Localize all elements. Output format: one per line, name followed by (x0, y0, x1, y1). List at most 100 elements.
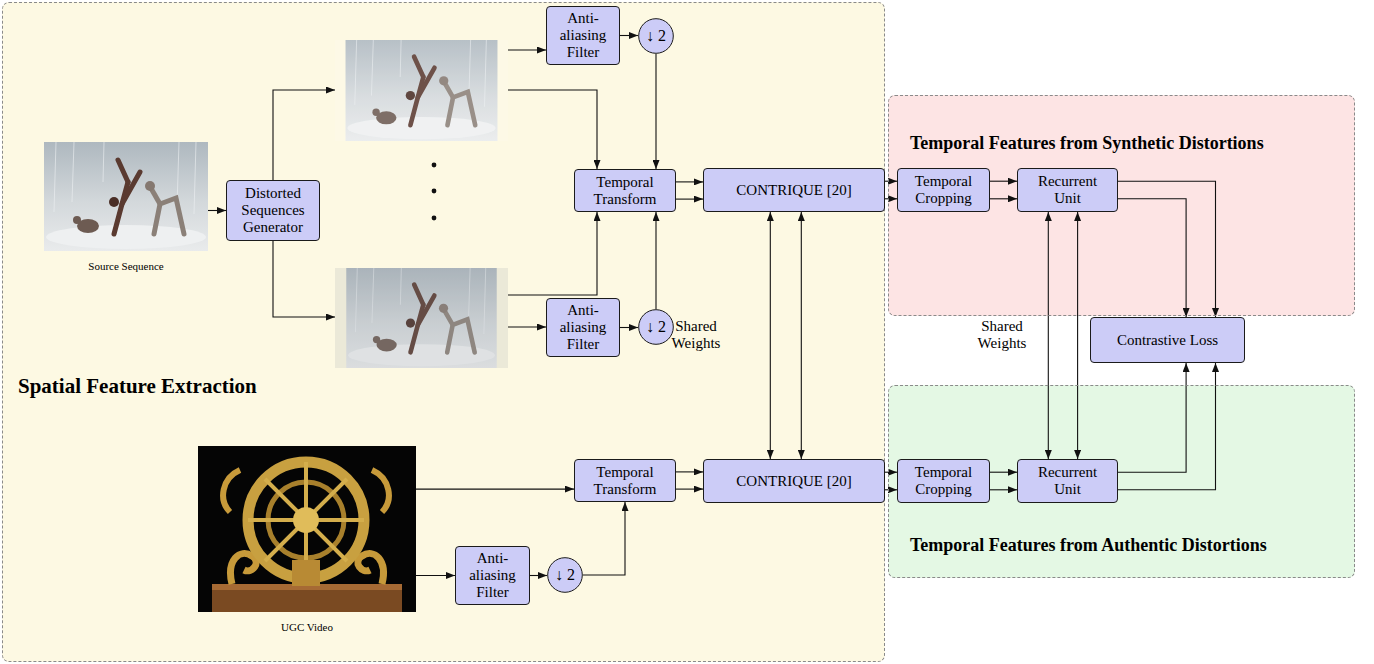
illustration-part (223, 470, 240, 512)
region-title-wrap: Spatial Feature Extraction (18, 374, 257, 399)
process-box: Temporal Transform (574, 169, 676, 212)
downsample-label: ↓ 2 (646, 27, 666, 45)
box-label: Anti- aliasing Filter (554, 10, 612, 61)
box-label: Temporal Transform (582, 174, 668, 208)
illustration-part (293, 507, 319, 533)
process-box: CONTRIQUE [20] (703, 459, 885, 503)
source-frame (44, 142, 208, 251)
frame-caption: UGC Video (138, 621, 476, 633)
annotation-wrap: Shared Weights (658, 318, 734, 353)
box-label: CONTRIQUE [20] (736, 182, 851, 199)
connector-arrow (1118, 363, 1216, 490)
connector-arrow (530, 575, 547, 576)
connector-arrow (1118, 181, 1216, 317)
connector-arrow (990, 198, 1017, 199)
source-frame-node: Source Sequence (44, 142, 208, 251)
region-title: Temporal Features from Authentic Distort… (910, 535, 1267, 556)
annotation-label: Shared Weights (658, 318, 734, 353)
process-box: Temporal Transform (574, 459, 676, 502)
illustration-part (508, 326, 546, 327)
connector-arrow (990, 489, 1017, 490)
connector-arrow (620, 327, 638, 328)
downsample-label: ↓ 2 (555, 566, 575, 584)
process-box: Anti- aliasing Filter (546, 6, 620, 65)
connector-arrow (416, 489, 574, 490)
illustration-part (212, 584, 402, 612)
region-fill (888, 95, 1355, 316)
circle-shape (548, 558, 583, 593)
circle-shape (639, 19, 674, 54)
connector-arrow (676, 181, 703, 182)
box-label: Recurrent Unit (1025, 173, 1110, 207)
frame-caption-wrap: Source Sequence (0, 260, 268, 272)
illustration-part (273, 241, 335, 317)
connector-arrow (620, 35, 638, 36)
illustration-part (273, 90, 335, 180)
connector-arrow (1118, 199, 1186, 317)
connector-arrow (676, 489, 703, 490)
illustration-part (432, 189, 437, 194)
box-label: Temporal Cropping (905, 173, 982, 207)
connector-arrow (583, 502, 625, 575)
illustration-part (372, 470, 389, 512)
connector-arrow (416, 575, 455, 576)
illustration-part (198, 446, 416, 612)
ugc-frame (198, 446, 416, 612)
box-label: Recurrent Unit (1025, 464, 1110, 498)
process-box: Contrastive Loss (1090, 317, 1245, 363)
annotation-wrap: Shared Weights (964, 318, 1040, 353)
illustration-part (432, 216, 437, 221)
process-box: Temporal Cropping (897, 459, 990, 503)
region-title: Spatial Feature Extraction (18, 374, 257, 399)
region-fill (888, 385, 1355, 578)
ellipsis-dots (432, 163, 437, 221)
box-label: Contrastive Loss (1117, 332, 1218, 349)
illustration-part (508, 90, 597, 169)
connector-arrow (655, 54, 656, 169)
connector-arrow (885, 472, 897, 473)
region-title: Temporal Features from Synthetic Distort… (910, 133, 1264, 154)
process-box: Anti- aliasing Filter (455, 546, 530, 605)
process-box: Recurrent Unit (1017, 168, 1118, 212)
region-title-wrap: Temporal Features from Authentic Distort… (910, 535, 1267, 556)
downsample-label: ↓ 2 (646, 318, 666, 336)
box-label: Distorted Sequences Generator (234, 185, 312, 236)
process-box: Anti- aliasing Filter (546, 298, 620, 357)
connector-arrow (990, 181, 1017, 182)
illustration-part (508, 212, 597, 295)
synthetic-region: Temporal Features from Synthetic Distort… (888, 95, 1355, 316)
authentic-region: Temporal Features from Authentic Distort… (888, 385, 1355, 578)
circle-shape (639, 310, 674, 345)
connector-arrow (676, 471, 703, 472)
box-label: Anti- aliasing Filter (463, 550, 522, 601)
region-title-wrap: Temporal Features from Synthetic Distort… (910, 133, 1264, 154)
connector-arrow (1077, 212, 1078, 459)
distorted-frame (335, 40, 508, 141)
wires (273, 50, 597, 327)
illustration-part (358, 554, 384, 584)
illustration-part (335, 268, 508, 368)
ugc-frame-node: UGC Video (198, 446, 416, 612)
connector-arrow (770, 212, 771, 459)
illustration-part (231, 554, 257, 584)
process-box: Recurrent Unit (1017, 459, 1118, 503)
illustration-part (265, 479, 347, 561)
connector-arrow (1118, 363, 1186, 472)
connector-arrow (885, 489, 897, 490)
process-box: CONTRIQUE [20] (703, 168, 885, 212)
box-label: Anti- aliasing Filter (554, 302, 612, 353)
spatial-region: Spatial Feature Extraction Source Sequenc… (2, 2, 885, 662)
connector-arrow (1048, 212, 1049, 459)
connector-arrow (208, 210, 226, 211)
box-label: Temporal Transform (582, 464, 668, 498)
illustration-part (44, 142, 208, 251)
illustration-part (292, 560, 320, 586)
downsample-circle: ↓ 2 (547, 557, 583, 593)
connector-arrow (990, 472, 1017, 473)
illustration-part (508, 49, 546, 50)
process-box: Distorted Sequences Generator (226, 180, 320, 241)
downsample-circle: ↓ 2 (638, 18, 674, 54)
connector-arrow (801, 212, 802, 459)
band-fills (2, 2, 1355, 662)
